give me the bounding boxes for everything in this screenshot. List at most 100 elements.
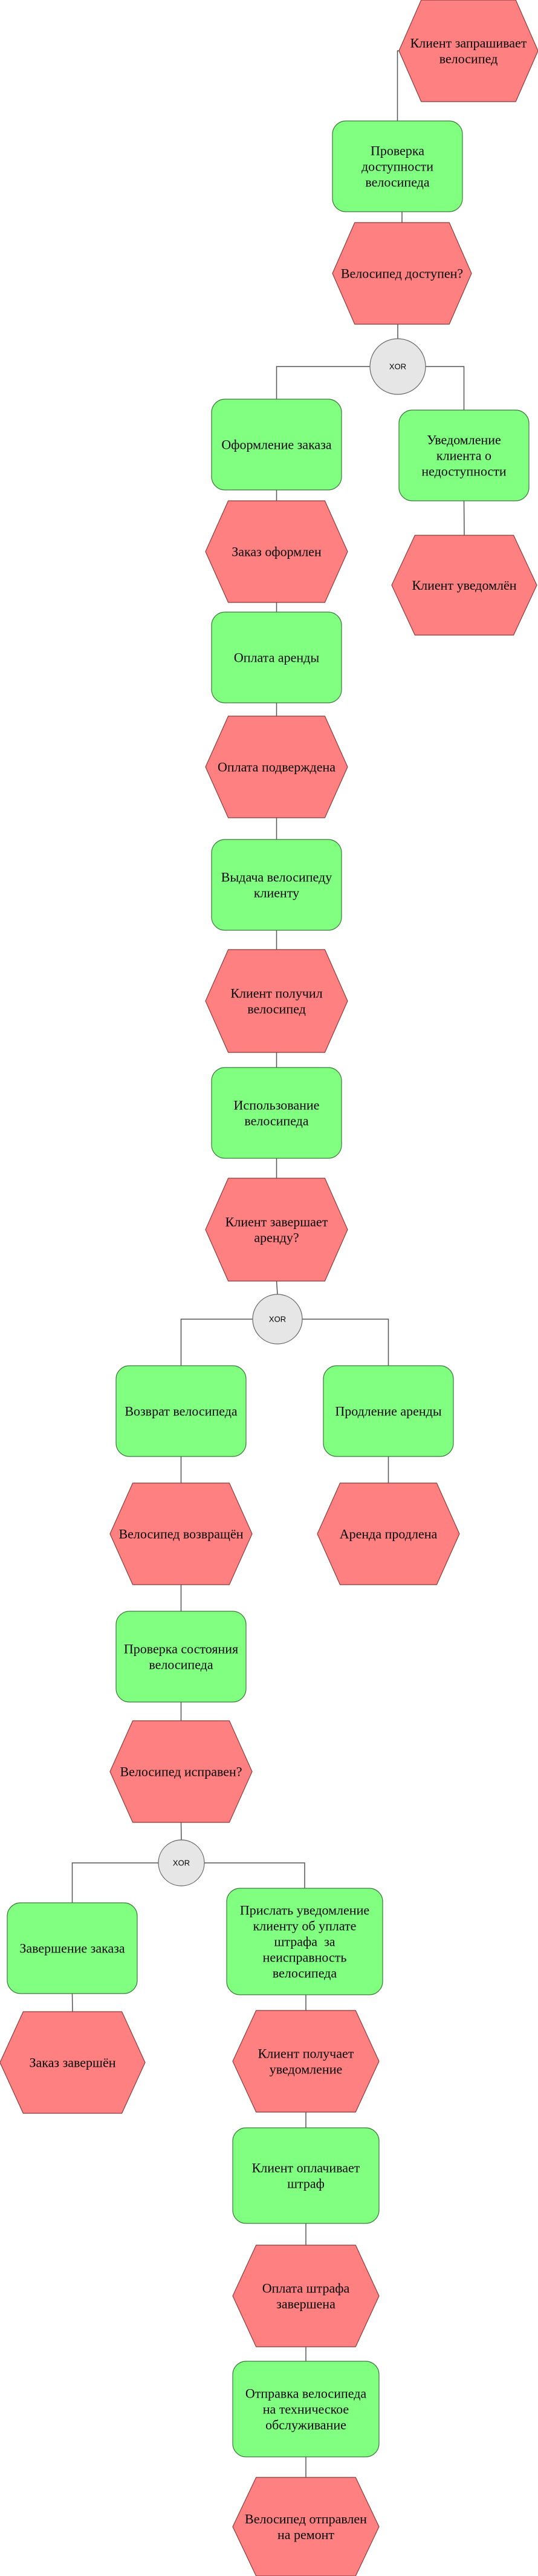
function-label-line: велосипеда: [149, 1657, 213, 1672]
function-label-line: велосипеда: [365, 175, 430, 190]
function-label-line: клиенту: [254, 885, 299, 901]
event-hexagon: [232, 2477, 380, 2576]
function-label-line: на техническое: [263, 2402, 349, 2417]
function-node-f8[interactable]: Продление аренды: [323, 1365, 454, 1457]
function-rounded-rect: [211, 399, 342, 491]
event-hexagon: [317, 1482, 460, 1585]
event-hexagon: [205, 500, 348, 603]
edge-g2-f7: [180, 1319, 253, 1366]
function-label-line: Оформление заказа: [221, 437, 332, 452]
event-label-line: Велосипед исправен?: [120, 1764, 242, 1779]
event-label-line: Аренда продлена: [340, 1527, 438, 1542]
function-label-line: Прислать уведомление: [240, 1903, 369, 1918]
event-label-line: Оплата подверждена: [218, 760, 335, 775]
function-rounded-rect: [332, 120, 463, 212]
event-label-line: Заказ завершён: [29, 2055, 115, 2070]
xor-gateway-circle: [158, 1839, 205, 1886]
event-node-e11[interactable]: Заказ завершён: [0, 2011, 146, 2114]
event-label-line: завершена: [276, 2297, 335, 2312]
event-node-e10[interactable]: Велосипед исправен?: [109, 1720, 253, 1823]
function-rounded-rect: [115, 1365, 247, 1457]
event-hexagon: [398, 0, 538, 102]
event-hexagon: [332, 222, 472, 325]
function-rounded-rect: [232, 2127, 380, 2224]
gateway-node-g3[interactable]: XOR: [158, 1839, 205, 1886]
gateway-node-g1[interactable]: XOR: [369, 338, 426, 395]
function-label-line: недоступности: [421, 464, 507, 479]
event-node-e8[interactable]: Велосипед возвращён: [109, 1482, 253, 1585]
edge-g2-f8: [302, 1319, 389, 1366]
event-node-e3[interactable]: Заказ оформлен: [205, 500, 348, 603]
edge-e1-f1: [397, 50, 399, 121]
edge-g1-f2: [276, 366, 370, 399]
event-label-line: Велосипед доступен?: [341, 266, 463, 281]
event-label-line: Заказ оформлен: [232, 544, 322, 559]
edge-e7-g2: [276, 1280, 278, 1295]
function-label-line: штрафа за: [274, 1934, 335, 1949]
function-label-line: велосипеда: [244, 1114, 309, 1129]
gateway-node-g2[interactable]: XOR: [252, 1294, 303, 1345]
event-hexagon: [232, 2010, 380, 2113]
event-label-line: уведомление: [270, 2062, 342, 2077]
function-rounded-rect: [323, 1365, 454, 1457]
event-hexagon: [0, 2011, 146, 2114]
gateway-label-line: XOR: [173, 1859, 190, 1868]
event-label-line: Клиент запрашивает: [410, 36, 527, 51]
function-node-f2[interactable]: Оформление заказа: [211, 399, 342, 491]
edge-g1-f3: [426, 366, 465, 410]
event-label-line: Велосипед отправлен: [245, 2511, 367, 2526]
edge-g3-f11: [204, 1862, 305, 1888]
function-label-line: Уведомление: [427, 432, 501, 448]
function-label-line: клиента о: [436, 448, 491, 463]
function-label-line: велосипеда: [273, 1966, 337, 1981]
function-rounded-rect: [398, 409, 530, 501]
edge-g3-f10: [71, 1862, 158, 1903]
event-node-e2[interactable]: Велосипед доступен?: [332, 222, 472, 325]
event-hexagon: [391, 535, 537, 636]
gateway-label-line: XOR: [389, 362, 406, 371]
event-node-e4[interactable]: Клиент уведомлён: [391, 535, 537, 636]
function-rounded-rect: [232, 2361, 380, 2457]
event-node-e5[interactable]: Оплата подверждена: [205, 716, 348, 818]
event-label-line: на ремонт: [277, 2527, 334, 2542]
function-rounded-rect: [211, 1067, 342, 1159]
function-node-f10[interactable]: Завершение заказа: [7, 1902, 138, 1994]
function-node-f7[interactable]: Возврат велосипеда: [115, 1365, 247, 1457]
function-label-line: Возврат велосипеда: [125, 1404, 238, 1419]
event-label-line: Клиент получил: [230, 986, 322, 1001]
function-rounded-rect: [211, 839, 342, 931]
function-label-line: Завершение заказа: [19, 1941, 125, 1956]
event-label-line: Клиент получает: [258, 2046, 354, 2061]
event-hexagon: [109, 1482, 253, 1585]
edge-f3-e4: [463, 500, 465, 536]
event-node-e9[interactable]: Аренда продлена: [317, 1482, 460, 1585]
event-label-line: Клиент уведомлён: [412, 578, 516, 593]
function-label-line: неисправность: [263, 1950, 347, 1965]
function-node-f4[interactable]: Оплата аренды: [211, 611, 342, 703]
function-rounded-rect: [211, 611, 342, 703]
event-hexagon: [109, 1720, 253, 1823]
event-hexagon: [205, 1178, 348, 1282]
function-label-line: обслуживание: [265, 2418, 346, 2433]
function-rounded-rect: [115, 1611, 247, 1703]
function-label-line: Использование: [234, 1098, 320, 1113]
event-label-line: аренду?: [254, 1230, 299, 1245]
function-label-line: Проверка состояния: [124, 1642, 238, 1657]
function-label-line: Проверка: [371, 143, 424, 158]
function-label-line: Оплата аренды: [234, 650, 319, 665]
